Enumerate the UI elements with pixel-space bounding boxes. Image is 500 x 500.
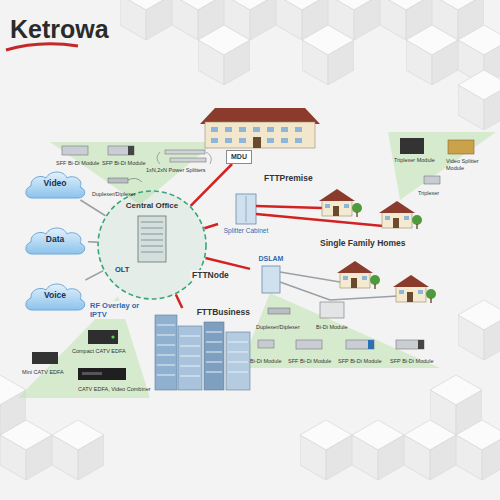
fiber-lines xyxy=(256,206,398,300)
node-label: Voice xyxy=(44,291,66,301)
logo-swoosh xyxy=(6,44,78,50)
product-label: SFP Bi-Di Module xyxy=(102,160,146,167)
product-label: Triplexer Module xyxy=(394,157,435,164)
node-label: Data xyxy=(46,235,64,245)
central-office-circle: Central OfficeOLT xyxy=(97,190,207,300)
product-label: SFF Bi-Di Module xyxy=(288,358,331,365)
node-label: OLT xyxy=(115,266,129,275)
product-label: Bi-Di Module xyxy=(316,324,347,331)
product-label: CATV EDFA, Video Combiner xyxy=(78,386,151,393)
node-label: Video xyxy=(44,179,67,189)
cloud-node: Data xyxy=(22,224,88,256)
product-label: SFP Bi-Di Module xyxy=(338,358,382,365)
product-label: Video Splitter Module xyxy=(446,158,488,171)
fiber-connector xyxy=(85,271,103,280)
fiber-connector xyxy=(204,224,218,228)
product-label: SFP Bi-Di Module xyxy=(390,358,434,365)
houses xyxy=(319,189,436,303)
service-label: RF Overlay or IPTV xyxy=(88,301,154,319)
fiber-connector xyxy=(80,200,105,216)
splitter-cabinet-icon xyxy=(236,194,256,224)
product-icons xyxy=(32,138,474,380)
cube-pattern xyxy=(0,0,500,480)
product-label: 1xN,2xN Power Splitters xyxy=(146,167,206,174)
fiber-connector xyxy=(88,241,97,243)
cabinet-node: Splitter Cabinet xyxy=(218,190,274,240)
product-label: Compact CATV EDFA xyxy=(72,348,126,355)
section-label: Single Family Homes xyxy=(318,238,408,248)
mdu-building xyxy=(200,108,320,148)
node-label: Central Office xyxy=(126,201,178,210)
fiber-connector xyxy=(205,258,250,269)
node-label: DSLAM xyxy=(259,255,284,263)
business-node: FTTBusiness xyxy=(150,308,254,390)
spotlight-cones xyxy=(18,132,496,398)
cabinet-door xyxy=(246,196,247,222)
product-label: Mini CATV EDFA xyxy=(22,369,64,376)
section-label: FTTPremise xyxy=(262,173,315,183)
business-buildings xyxy=(155,315,250,390)
node-label: FTTBusiness xyxy=(197,308,250,318)
node-label: Splitter Cabinet xyxy=(224,227,268,234)
product-label: Bi-Di Module xyxy=(250,358,281,365)
product-label: Triplexer xyxy=(418,190,439,197)
node-label: MDU xyxy=(231,153,247,161)
dslam-node: DSLAM xyxy=(250,253,292,295)
product-label: Duplexer/Diplexer xyxy=(256,324,300,331)
product-label: Duplexer/Diplexer xyxy=(92,191,136,198)
fiber-connector xyxy=(176,295,182,308)
section-label: FTTNode xyxy=(190,270,231,280)
cloud-node: Video xyxy=(22,168,88,200)
dslam-icon xyxy=(262,266,280,293)
brand-logo: Ketrowa xyxy=(10,14,109,44)
product-label: SFF Bi-Di Module xyxy=(56,160,99,167)
building-tag: MDU xyxy=(226,150,252,164)
cloud-node: Voice xyxy=(22,280,88,312)
